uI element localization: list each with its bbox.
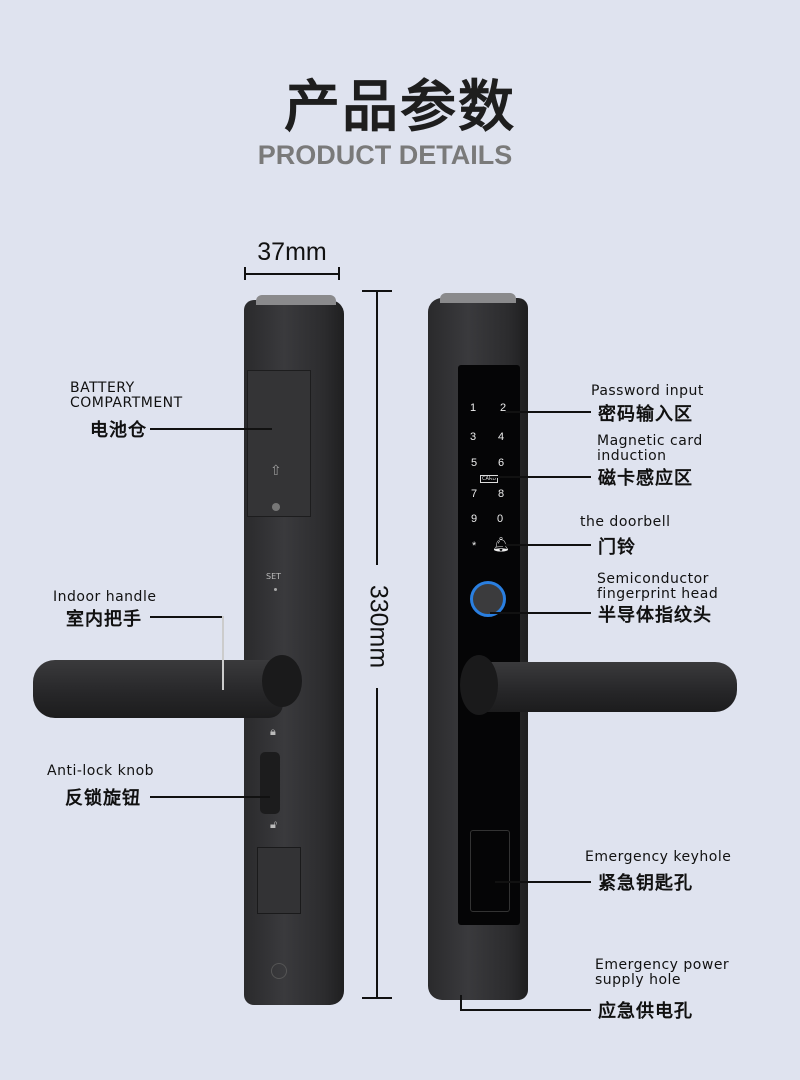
fingerprint-label-en: Semiconductor fingerprint head (597, 571, 719, 602)
handle-leader-line (222, 616, 224, 690)
key-1[interactable]: 1 (470, 402, 477, 414)
keyhole-leader-line (495, 881, 591, 883)
key-0[interactable]: 0 (497, 513, 504, 525)
anti-lock-knob[interactable] (260, 752, 280, 814)
battery-compartment-cover[interactable] (247, 370, 311, 517)
keyhole-label-en: Emergency keyhole (585, 849, 732, 865)
knob-label-en: Anti-lock knob (47, 763, 155, 779)
card-leader-line (490, 476, 591, 478)
lock-icon: 🔒︎ (270, 725, 276, 738)
height-dimension-line (376, 290, 378, 565)
set-button[interactable] (274, 588, 277, 591)
key-8[interactable]: 8 (498, 488, 505, 500)
key-star[interactable]: * (472, 540, 477, 552)
power-leader-line (460, 995, 462, 1009)
key-6[interactable]: 6 (498, 457, 505, 469)
knob-label-zh: 反锁旋钮 (65, 788, 141, 809)
knob-leader-line (150, 796, 270, 798)
key-4[interactable]: 4 (498, 431, 505, 443)
battery-label-zh: 电池仓 (90, 420, 147, 441)
indoor-handle[interactable] (33, 660, 283, 718)
handle-label-en: Indoor handle (53, 589, 157, 605)
doorbell-label-zh: 门铃 (598, 537, 636, 558)
fingerprint-label-zh: 半导体指纹头 (598, 605, 712, 626)
key-2[interactable]: 2 (500, 402, 507, 414)
unlock-icon: 🔓︎ (270, 818, 278, 831)
bottom-panel (257, 847, 301, 914)
set-label: SET (266, 572, 282, 581)
card-label-zh: 磁卡感应区 (598, 468, 693, 489)
handle-rosette (262, 655, 302, 707)
power-label-zh: 应急供电孔 (598, 1001, 693, 1022)
lock-top-cap (256, 295, 336, 305)
handle-rosette (460, 655, 498, 715)
handle-leader-line (150, 616, 223, 618)
password-leader-line (505, 411, 591, 413)
power-label-en: Emergency power supply hole (595, 957, 730, 988)
width-dimension-label: 37mm (257, 238, 327, 266)
battery-label-en: BATTERY COMPARTMENT (70, 380, 183, 411)
key-7[interactable]: 7 (471, 488, 478, 500)
fingerprint-leader-line (490, 612, 591, 614)
password-label-en: Password input (591, 383, 704, 399)
width-dimension-cap (244, 267, 246, 280)
page-title: 产品参数 (284, 75, 516, 140)
width-dimension-cap (338, 267, 340, 280)
doorbell-label-en: the doorbell (580, 514, 671, 530)
doorbell-icon[interactable]: 🔔︎ (492, 537, 510, 553)
key-9[interactable]: 9 (471, 513, 478, 525)
keyhole-cover[interactable] (470, 830, 510, 912)
outdoor-handle[interactable] (470, 662, 737, 712)
password-label-zh: 密码输入区 (598, 404, 693, 425)
height-dimension-line (376, 688, 378, 998)
handle-label-zh: 室内把手 (66, 609, 142, 630)
screw-hole (271, 963, 287, 979)
card-icon: CARD (480, 475, 499, 483)
keypad[interactable]: 1 2 3 4 5 6 CARD 7 8 9 0 * 🔔︎ (460, 400, 520, 560)
width-dimension-line (244, 273, 340, 275)
screw-icon (272, 503, 280, 511)
power-leader-line (460, 1009, 591, 1011)
card-label-en: Magnetic card induction (597, 433, 703, 464)
key-5[interactable]: 5 (471, 457, 478, 469)
keyhole-label-zh: 紧急钥匙孔 (598, 873, 693, 894)
page-subtitle: PRODUCT DETAILS (257, 140, 513, 170)
height-dimension-cap (362, 997, 392, 999)
height-dimension-label: 330mm (364, 584, 393, 669)
battery-leader-line (150, 428, 272, 430)
fingerprint-sensor[interactable] (470, 581, 506, 617)
lock-top-cap (440, 293, 516, 303)
doorbell-leader-line (505, 544, 591, 546)
key-3[interactable]: 3 (470, 431, 477, 443)
arrow-up-icon: ⇧ (270, 463, 282, 479)
